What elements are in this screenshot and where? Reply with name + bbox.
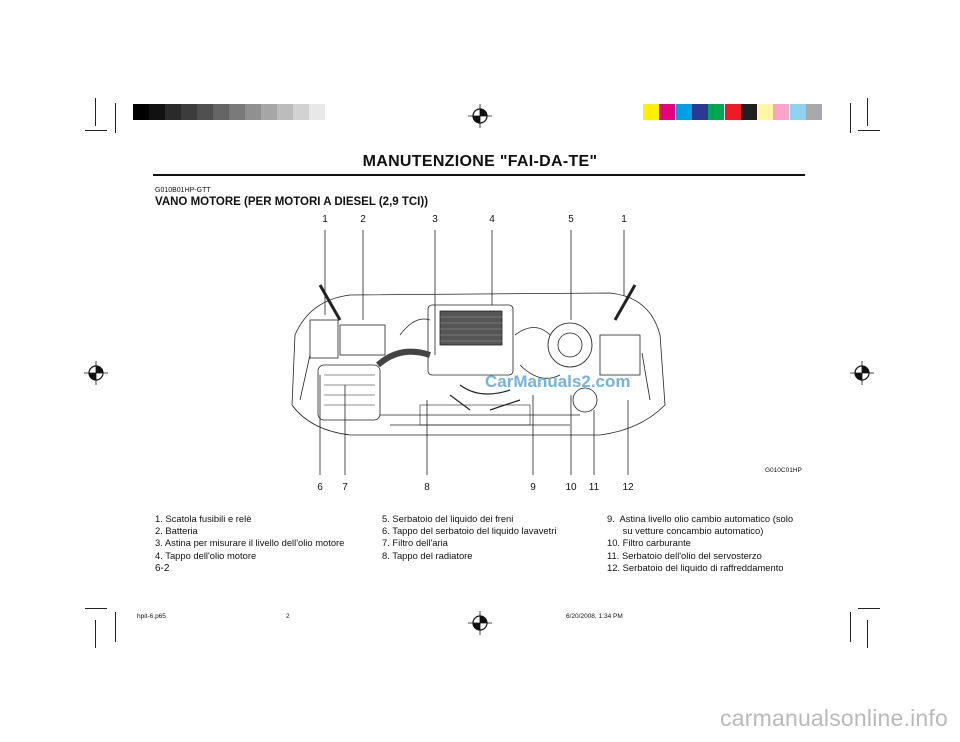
title-rule	[153, 174, 805, 176]
figure-code: G010C01HP	[765, 467, 802, 474]
legend-item: 7. Filtro dell'aria	[382, 537, 448, 549]
section-code: G010B01HP-GTT	[155, 187, 211, 194]
callout-number: 2	[360, 214, 366, 225]
color-swatch	[789, 104, 806, 120]
color-swatch	[724, 104, 741, 120]
color-swatch	[708, 104, 725, 120]
footer-file: hpit-6.p65	[137, 613, 166, 620]
color-swatch	[740, 104, 757, 120]
gray-swatch	[277, 104, 293, 120]
color-swatch	[691, 104, 708, 120]
gray-swatch	[229, 104, 245, 120]
legend-column-2: 5. Serbatoio del liquido dei freni 6. Ta…	[382, 513, 556, 562]
legend-item: 9. Astina livello olio cambio automatico…	[607, 513, 794, 524]
callout-number: 3	[432, 214, 438, 225]
callout-number: 1	[322, 214, 328, 225]
registration-target-icon	[84, 361, 108, 385]
watermark-text: CarManuals2.com	[485, 372, 631, 391]
gray-swatch	[165, 104, 181, 120]
legend-item: 6. Tappo del serbatoio del liquido lavav…	[382, 525, 557, 537]
color-swatch	[757, 104, 774, 120]
section-title: VANO MOTORE (PER MOTORI A DIESEL (2,9 TC…	[155, 196, 429, 208]
legend-item: 10. Filtro carburante	[607, 537, 691, 549]
legend-item: 2. Batteria	[155, 525, 198, 537]
callout-number: 9	[530, 482, 536, 493]
legend-item: 4. Tappo dell'olio motore	[155, 549, 257, 561]
legend-item: 1. Scatola fusibili e relè	[155, 513, 252, 524]
callout-number: 4	[489, 214, 495, 225]
site-watermark: carmanualsonline.info	[720, 705, 948, 731]
gray-swatch	[213, 104, 229, 120]
callout-number: 8	[424, 482, 430, 493]
callout-number: 6	[317, 482, 323, 493]
callout-number: 1	[621, 214, 627, 225]
legend-item: 12. Serbatoio del liquido di raffreddame…	[607, 561, 784, 573]
registration-target-icon	[468, 104, 492, 128]
gray-swatch	[293, 104, 309, 120]
color-swatch	[659, 104, 676, 120]
engine-bay-illustration	[291, 230, 666, 475]
gray-swatch	[261, 104, 277, 120]
callout-number: 7	[342, 482, 348, 493]
color-swatch	[806, 104, 822, 120]
page-title: MANUTENZIONE "FAI-DA-TE"	[362, 153, 598, 170]
legend-column-3: 9. Astina livello olio cambio automatico…	[607, 513, 793, 574]
color-swatch	[773, 104, 790, 120]
callout-number: 11	[588, 482, 600, 493]
color-swatch	[675, 104, 692, 120]
legend-item: 11. Serbatoio dell'olio del servosterzo	[607, 549, 762, 561]
legend-column-1: 1. Scatola fusibili e relè 2. Batteria 3…	[155, 513, 344, 562]
gray-swatch	[149, 104, 165, 120]
legend-item: su vetture concambio automatico)	[607, 525, 764, 537]
legend-item: 3. Astina per misurare il livello dell'o…	[155, 537, 345, 549]
gray-swatch	[245, 104, 261, 120]
color-swatch	[643, 104, 659, 120]
registration-target-icon	[468, 611, 492, 635]
gray-swatch	[197, 104, 213, 120]
legend-item: 8. Tappo del radiatore	[382, 549, 473, 561]
page-number: 6-2	[155, 563, 170, 574]
legend-item: 5. Serbatoio del liquido dei freni	[382, 513, 514, 524]
registration-target-icon	[850, 361, 874, 385]
gray-swatch	[133, 104, 149, 120]
footer-timestamp: 6/20/2008, 1:34 PM	[566, 613, 623, 620]
callout-number: 10	[565, 482, 577, 493]
callout-number: 12	[622, 482, 634, 493]
callout-number: 5	[568, 214, 574, 225]
gray-swatch	[181, 104, 197, 120]
footer-page: 2	[286, 613, 290, 620]
gray-swatch	[309, 104, 325, 120]
